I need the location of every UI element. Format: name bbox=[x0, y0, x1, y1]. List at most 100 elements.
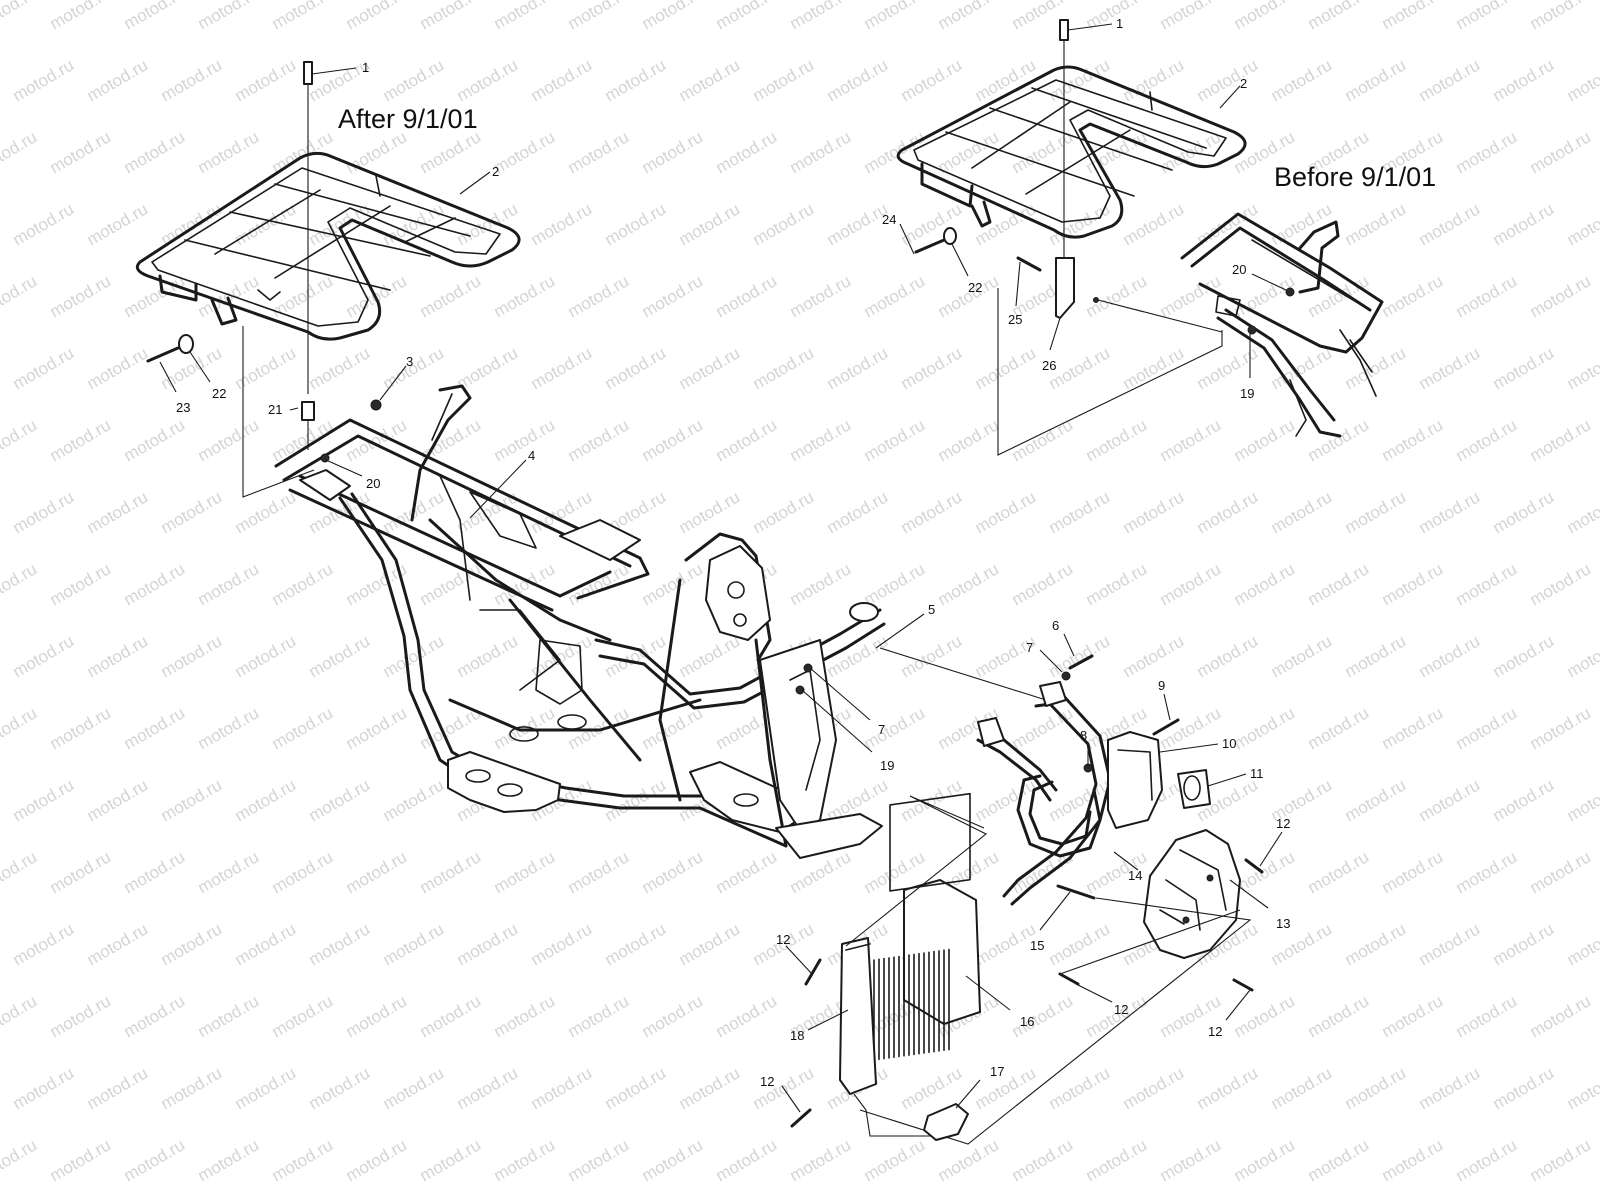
callout-7-frame: 7 bbox=[878, 722, 885, 737]
watermark-text: motod.ru bbox=[565, 271, 633, 321]
bolt-23 bbox=[146, 346, 180, 363]
watermark-text: motod.ru bbox=[1416, 343, 1484, 393]
watermark-text: motod.ru bbox=[750, 55, 818, 105]
watermark-text: motod.ru bbox=[491, 991, 559, 1041]
watermark-text: motod.ru bbox=[565, 0, 633, 33]
watermark-text: motod.ru bbox=[1046, 775, 1114, 825]
watermark-text: motod.ru bbox=[602, 199, 670, 249]
watermark-text: motod.ru bbox=[639, 559, 707, 609]
watermark-text: motod.ru bbox=[1009, 991, 1077, 1041]
watermark-text: motod.ru bbox=[1009, 1135, 1077, 1185]
watermark-text: motod.ru bbox=[1564, 343, 1600, 393]
watermark-text: motod.ru bbox=[528, 1063, 596, 1113]
watermark-text: motod.ru bbox=[1453, 703, 1521, 753]
watermark-text: motod.ru bbox=[1194, 487, 1262, 537]
watermark-text: motod.ru bbox=[10, 919, 78, 969]
callout-20-before: 20 bbox=[1232, 262, 1246, 277]
watermark-text: motod.ru bbox=[713, 847, 781, 897]
callout-21: 21 bbox=[268, 402, 282, 417]
watermark-text: motod.ru bbox=[676, 343, 744, 393]
watermark-text: motod.ru bbox=[824, 199, 892, 249]
watermark-text: motod.ru bbox=[84, 199, 152, 249]
callout-12-lower: 12 bbox=[1114, 1002, 1128, 1017]
callout-9: 9 bbox=[1158, 678, 1165, 693]
watermark-text: motod.ru bbox=[676, 199, 744, 249]
watermark-text: motod.ru bbox=[639, 271, 707, 321]
watermark-text: motod.ru bbox=[380, 919, 448, 969]
bracket-17 bbox=[923, 1103, 969, 1141]
watermark-text: motod.ru bbox=[380, 631, 448, 681]
callout-17: 17 bbox=[990, 1064, 1004, 1079]
watermark-text: motod.ru bbox=[1527, 415, 1595, 465]
watermark-text: motod.ru bbox=[750, 487, 818, 537]
watermark-text: motod.ru bbox=[1453, 271, 1521, 321]
watermark-text: motod.ru bbox=[1453, 127, 1521, 177]
watermark-text: motod.ru bbox=[0, 703, 40, 753]
bolt-12c bbox=[1058, 972, 1080, 986]
watermark-text: motod.ru bbox=[1268, 1063, 1336, 1113]
watermark-text: motod.ru bbox=[269, 991, 337, 1041]
watermark-text: motod.ru bbox=[639, 0, 707, 33]
watermark-text: motod.ru bbox=[1157, 1135, 1225, 1185]
watermark-text: motod.ru bbox=[1490, 631, 1558, 681]
watermark-text: motod.ru bbox=[306, 1063, 374, 1113]
watermark-text: motod.ru bbox=[750, 343, 818, 393]
watermark-text: motod.ru bbox=[565, 415, 633, 465]
watermark-text: motod.ru bbox=[0, 415, 40, 465]
watermark-text: motod.ru bbox=[306, 775, 374, 825]
watermark-text: motod.ru bbox=[1231, 991, 1299, 1041]
watermark-text: motod.ru bbox=[47, 847, 115, 897]
callout-8: 8 bbox=[1080, 728, 1087, 743]
callout-12-rad-bottom: 12 bbox=[760, 1074, 774, 1089]
watermark-text: motod.ru bbox=[158, 631, 226, 681]
watermark-text: motod.ru bbox=[602, 343, 670, 393]
watermark-text: motod.ru bbox=[1194, 55, 1262, 105]
watermark-text: motod.ru bbox=[269, 127, 337, 177]
watermark-text: motod.ru bbox=[1305, 559, 1373, 609]
watermark-text: motod.ru bbox=[824, 487, 892, 537]
watermark-text: motod.ru bbox=[1194, 1063, 1262, 1113]
watermark-text: motod.ru bbox=[269, 847, 337, 897]
watermark-text: motod.ru bbox=[232, 775, 300, 825]
watermark-text: motod.ru bbox=[1120, 199, 1188, 249]
watermark-text: motod.ru bbox=[528, 343, 596, 393]
callout-3: 3 bbox=[406, 354, 413, 369]
main-frame bbox=[274, 384, 886, 859]
watermark-text: motod.ru bbox=[1527, 1135, 1595, 1185]
watermark-text: motod.ru bbox=[84, 631, 152, 681]
callout-6: 6 bbox=[1052, 618, 1059, 633]
watermark-text: motod.ru bbox=[158, 775, 226, 825]
watermark-text: motod.ru bbox=[0, 127, 40, 177]
watermark-text: motod.ru bbox=[1046, 919, 1114, 969]
watermark-text: motod.ru bbox=[491, 0, 559, 33]
watermark-text: motod.ru bbox=[10, 487, 78, 537]
watermark-text: motod.ru bbox=[1527, 847, 1595, 897]
watermark-text: motod.ru bbox=[417, 0, 485, 33]
watermark-text: motod.ru bbox=[972, 343, 1040, 393]
watermark-text: motod.ru bbox=[1416, 631, 1484, 681]
watermark-text: motod.ru bbox=[1083, 415, 1151, 465]
watermark-text: motod.ru bbox=[713, 271, 781, 321]
callout-7-bumper: 7 bbox=[1026, 640, 1033, 655]
watermark-text: motod.ru bbox=[306, 343, 374, 393]
watermark-text: motod.ru bbox=[1527, 127, 1595, 177]
watermark-text: motod.ru bbox=[47, 415, 115, 465]
watermark-text: motod.ru bbox=[1453, 0, 1521, 33]
watermark-text: motod.ru bbox=[1453, 991, 1521, 1041]
watermark-text: motod.ru bbox=[935, 271, 1003, 321]
callout-14: 14 bbox=[1128, 868, 1142, 883]
callout-2-after: 2 bbox=[492, 164, 499, 179]
watermark-text: motod.ru bbox=[750, 199, 818, 249]
washer-22b bbox=[943, 227, 957, 245]
callout-1-before: 1 bbox=[1116, 16, 1123, 31]
watermark-text: motod.ru bbox=[676, 1063, 744, 1113]
watermark-text: motod.ru bbox=[1231, 847, 1299, 897]
watermark-text: motod.ru bbox=[84, 55, 152, 105]
callout-18: 18 bbox=[790, 1028, 804, 1043]
watermark-text: motod.ru bbox=[269, 559, 337, 609]
washer-22 bbox=[178, 334, 194, 354]
bolt-12e bbox=[790, 1108, 812, 1128]
watermark-text: motod.ru bbox=[454, 199, 522, 249]
watermark-text: motod.ru bbox=[713, 415, 781, 465]
